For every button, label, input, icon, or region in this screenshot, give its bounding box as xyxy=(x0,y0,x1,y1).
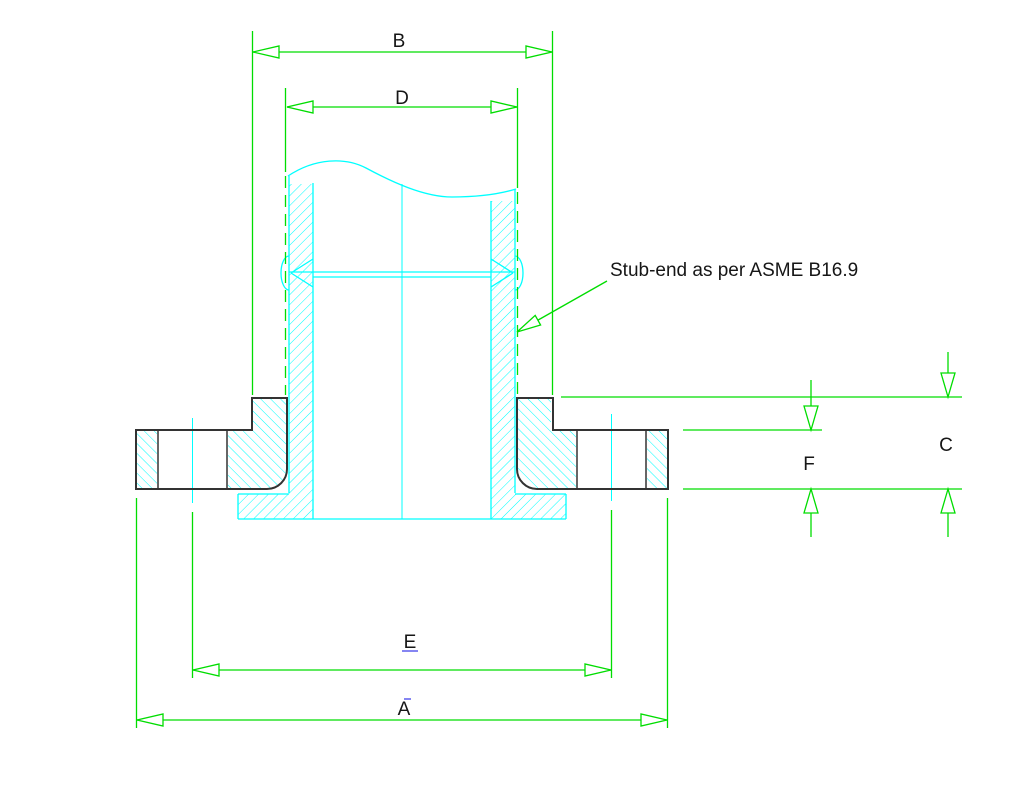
dimension-b xyxy=(251,31,554,395)
dimension-lines xyxy=(135,31,962,728)
dimension-e xyxy=(191,510,613,678)
cursor-artifact-under-e xyxy=(402,650,418,652)
dim-label-f: F xyxy=(803,454,815,475)
dimension-c xyxy=(561,352,962,537)
stub-end-hatching xyxy=(238,184,566,519)
cursor-artifact-above-a xyxy=(404,698,411,700)
dimension-a xyxy=(135,498,669,728)
stub-end-pipe-outline xyxy=(192,160,612,520)
dim-label-b: B xyxy=(392,31,406,52)
dimension-f xyxy=(683,380,822,537)
dim-label-d: D xyxy=(395,88,409,109)
stub-end-annotation: Stub-end as per ASME B16.9 xyxy=(610,260,859,281)
pipe-break-line xyxy=(287,160,517,198)
flange-hatching xyxy=(137,398,667,488)
dim-label-e: E xyxy=(403,632,417,653)
fillet-masks xyxy=(267,469,537,489)
stub-end-leader xyxy=(516,280,608,333)
dim-label-a: A xyxy=(397,699,411,720)
flange-outline xyxy=(135,397,669,490)
dim-label-c: C xyxy=(939,435,953,456)
dimension-d xyxy=(284,88,519,395)
